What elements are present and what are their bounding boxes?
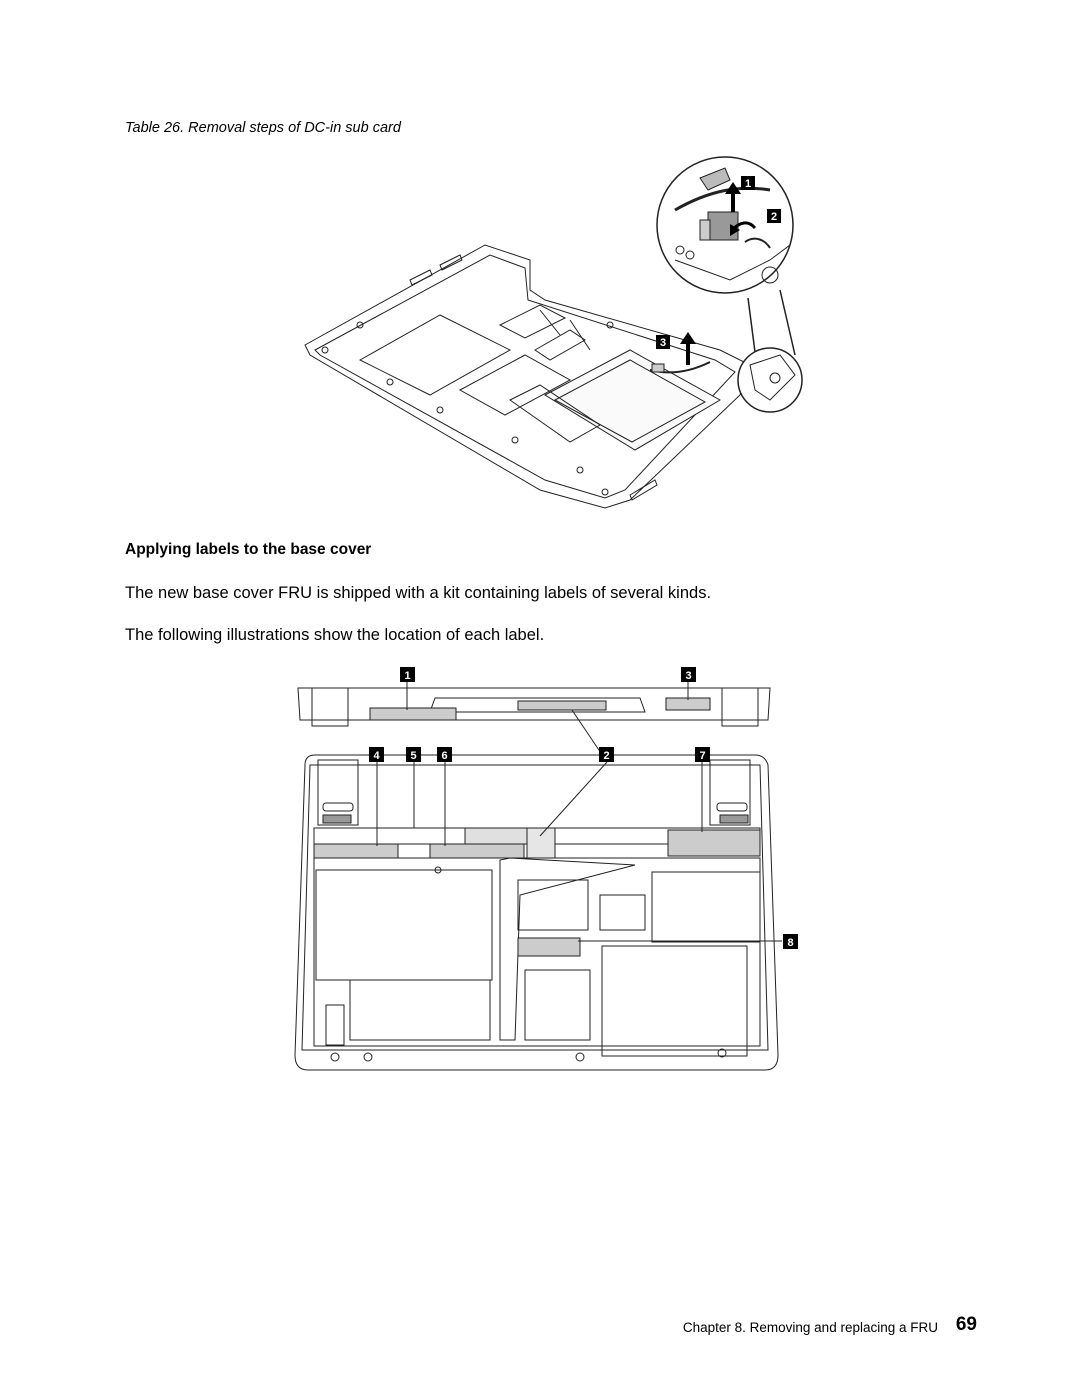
callout-4: 4: [369, 747, 384, 762]
label-locations-illustration: 1 2 3 4 5 6 7 8: [294, 667, 798, 1071]
table-caption: Table 26. Removal steps of DC-in sub car…: [125, 120, 401, 136]
svg-text:4: 4: [373, 750, 380, 762]
callout-7: 7: [695, 747, 710, 762]
callout-3: 3: [681, 667, 696, 682]
svg-text:2: 2: [603, 750, 609, 762]
arrow-up-icon: [680, 332, 696, 365]
callout-3: 3: [656, 335, 670, 349]
paragraph-2: The following illustrations show the loc…: [125, 626, 545, 644]
arrow-curved-icon: [730, 221, 757, 236]
svg-text:7: 7: [699, 750, 705, 762]
callout-2: 2: [599, 747, 614, 762]
svg-text:3: 3: [685, 670, 691, 682]
svg-text:3: 3: [660, 337, 666, 349]
svg-text:2: 2: [771, 211, 777, 223]
callout-8: 8: [783, 934, 798, 949]
callout-1: 1: [400, 667, 415, 682]
svg-text:6: 6: [441, 750, 447, 762]
paragraph-1: The new base cover FRU is shipped with a…: [125, 584, 712, 602]
page-number: 69: [955, 1314, 977, 1335]
arrow-up-icon: [725, 182, 741, 212]
svg-text:8: 8: [787, 937, 793, 949]
section-heading: Applying labels to the base cover: [125, 541, 372, 558]
callout-6: 6: [437, 747, 452, 762]
svg-text:1: 1: [404, 670, 410, 682]
footer-chapter: Chapter 8. Removing and replacing a FRU: [682, 1320, 938, 1335]
dc-in-removal-illustration: 1 2 3: [304, 156, 803, 509]
callout-1: 1: [741, 176, 755, 190]
callout-5: 5: [406, 747, 421, 762]
callout-2: 2: [767, 209, 781, 223]
svg-text:5: 5: [410, 750, 416, 762]
svg-text:1: 1: [745, 178, 751, 190]
